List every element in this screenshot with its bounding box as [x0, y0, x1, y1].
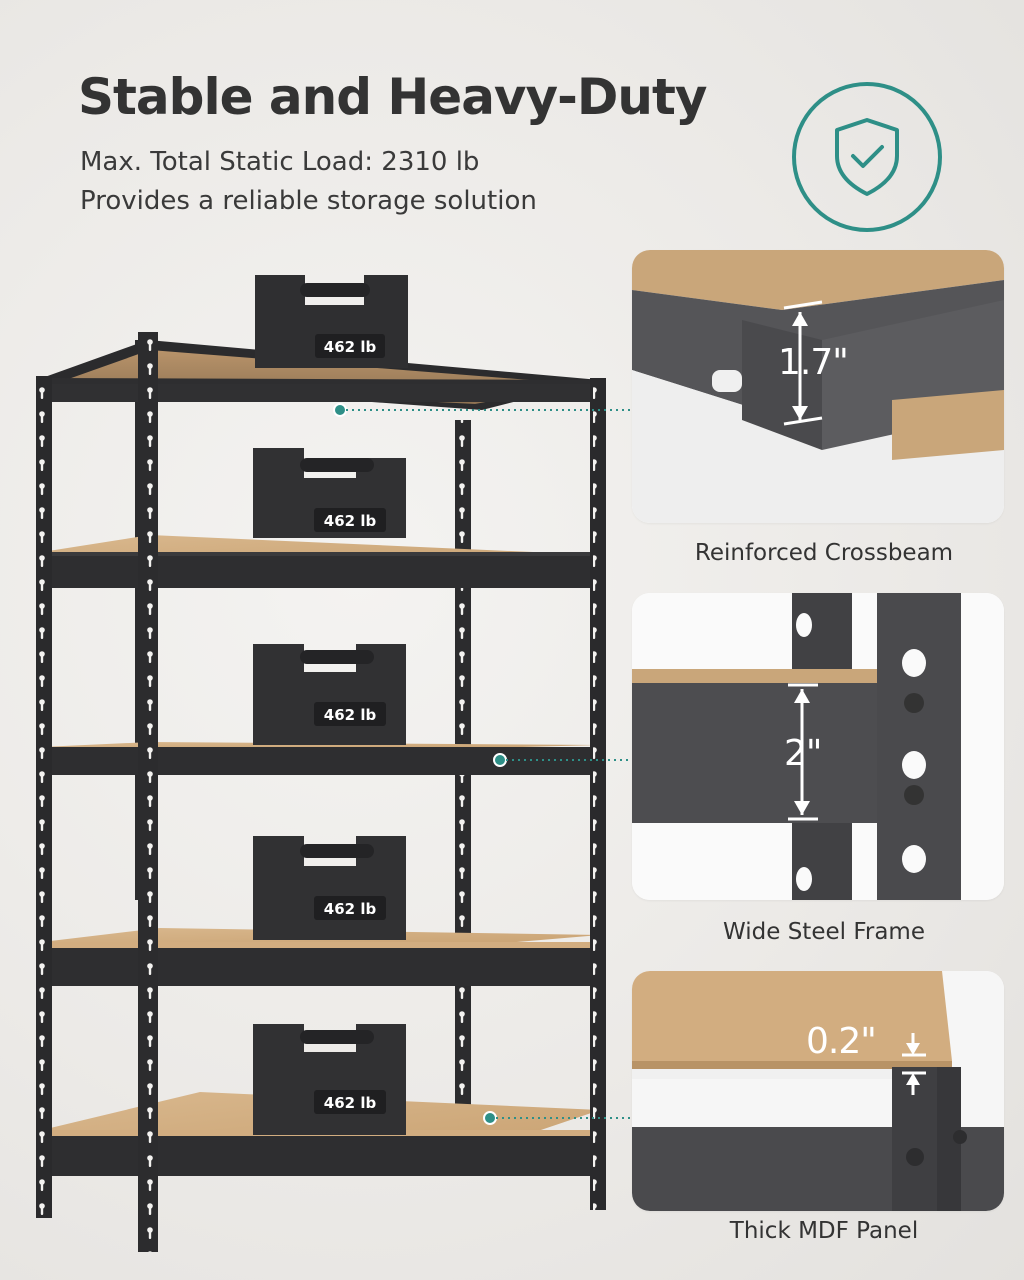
caption-crossbeam: Reinforced Crossbeam [694, 540, 954, 566]
crossbeam-dimension: 1.7" [778, 342, 849, 383]
frame-closeup [632, 593, 1004, 900]
frame-dimension: 2" [784, 733, 822, 774]
weight-label-5: 462 lb [324, 1094, 377, 1112]
callout-pointer-mdf [483, 1111, 632, 1125]
callout-pointer-frame [493, 753, 632, 767]
weight-label-1: 462 lb [324, 338, 377, 356]
detail-panel-crossbeam: 1.7" [632, 250, 1004, 523]
mdf-dimension: 0.2" [806, 1021, 877, 1062]
weight-label-4: 462 lb [324, 900, 377, 918]
shelf-level-2 [42, 535, 600, 588]
front-post-left [36, 376, 52, 1218]
weight-block-1: 462 lb [255, 275, 408, 368]
detail-panel-frame: 2" [632, 593, 1004, 900]
front-post-right [590, 378, 606, 1210]
shelf-level-1 [42, 340, 602, 410]
caption-mdf: Thick MDF Panel [729, 1218, 919, 1244]
headline: Stable and Heavy-Duty [78, 68, 707, 126]
shield-check-icon [835, 118, 899, 196]
weight-label-2: 462 lb [324, 512, 377, 530]
mdf-closeup [632, 971, 1004, 1211]
weight-block-2: 462 lb [253, 448, 406, 538]
shelf-level-3 [42, 742, 600, 775]
back-post-right [455, 420, 471, 1160]
shelf-level-4 [42, 928, 600, 986]
caption-frame: Wide Steel Frame [723, 919, 925, 945]
weight-block-3: 462 lb [253, 644, 406, 745]
callout-pointer-crossbeam [333, 403, 632, 417]
detail-panel-mdf: 0.2" [632, 971, 1004, 1211]
subtitle-max-load: Max. Total Static Load: 2310 lb [80, 147, 480, 177]
back-post-left-front [138, 332, 158, 1252]
weight-block-5: 462 lb [253, 1024, 406, 1135]
weight-label-3: 462 lb [324, 706, 377, 724]
crossbeam-closeup [632, 250, 1004, 523]
shield-badge [792, 82, 942, 232]
subtitle-storage: Provides a reliable storage solution [80, 186, 537, 216]
weight-block-4: 462 lb [253, 836, 406, 940]
